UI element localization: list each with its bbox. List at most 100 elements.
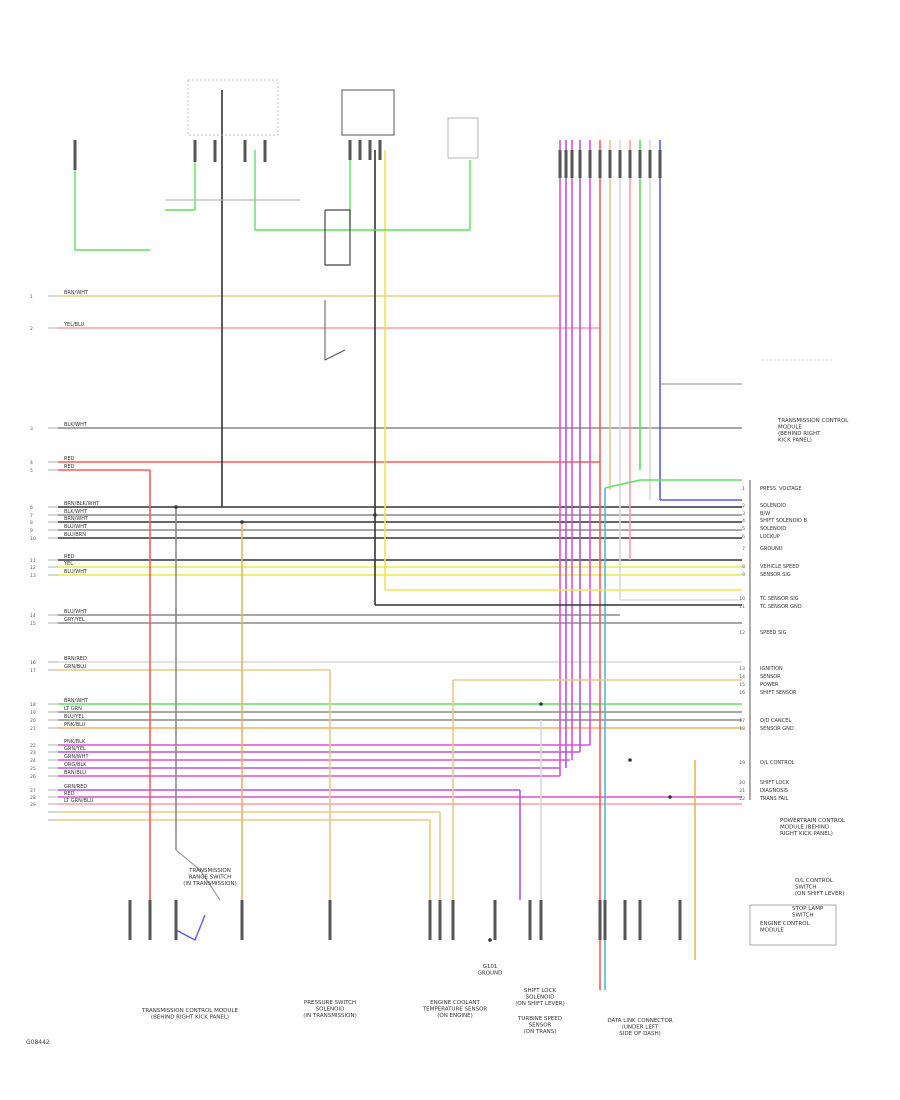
right-pin-number-5: 6: [742, 534, 745, 540]
component-label-pressure-switch: (IN TRANSMISSION): [303, 1013, 357, 1019]
left-wire-label-13: BLU/WHT: [64, 609, 88, 615]
component-label-tcm-bottom-left: TRANSMISSION CONTROL MODULE: [141, 1008, 238, 1014]
left-pin-number-5: 6: [30, 505, 33, 511]
left-pin-number-19: 20: [30, 718, 36, 724]
bottom-blue-jumper: [175, 914, 206, 941]
main-connector-pin-3: [578, 150, 582, 178]
component-label-tcm-right: TRANSMISSION CONTROL: [777, 418, 849, 424]
bottom-connector-14: [638, 900, 642, 940]
diagram-id-code: G08442: [26, 1039, 50, 1046]
component-label-pcm: RIGHT KICK PANEL): [780, 831, 833, 837]
left-wire-label-25: BRN/BLU: [64, 770, 86, 776]
right-pin-number-19: 20: [739, 780, 745, 786]
component-label-output-speed-sensor: SWITCH: [795, 885, 817, 891]
component-label-engine-coolant: (ON ENGINE): [437, 1013, 473, 1019]
left-pin-number-3: 4: [30, 460, 33, 466]
top-green-loop-1: [74, 150, 150, 251]
right-pin-label-9: TC SENSOR SIG: [759, 596, 799, 602]
component-label-tcm-right: KICK PANEL): [778, 438, 812, 444]
splice-dot-0: [174, 505, 178, 509]
left-wire-label-3: RED: [64, 456, 75, 462]
left-pin-number-17: 18: [30, 702, 36, 708]
component-label-trans-range-switch: (IN TRANSMISSION): [183, 881, 237, 887]
component-label-pressure-switch: SOLENOID: [316, 1007, 345, 1013]
main-connector-pin-5: [598, 150, 602, 178]
left-wire-label-5: BRN/BLK/WHT: [64, 501, 100, 507]
left-pin-number-4: 5: [30, 468, 33, 474]
left-wire-label-16: GRN/BLU: [64, 664, 87, 670]
left-wire-label-0: BRN/WHT: [64, 290, 89, 296]
left-wire-label-22: GRN/YEL: [64, 746, 86, 752]
left-pin-number-9: 10: [30, 536, 36, 542]
left-wire-label-28: LT GRN/BLU: [64, 798, 93, 804]
component-label-pcm: MODULE (BEHIND: [780, 825, 829, 831]
splice-dot-3: [539, 702, 543, 706]
right-pin-number-21: 22: [739, 796, 745, 802]
component-label-data-link: SIDE OF DASH): [619, 1031, 661, 1037]
bottom-connector-4: [328, 900, 332, 940]
relay-box: [341, 89, 395, 136]
bottom-connector-10: [539, 900, 543, 940]
component-label-tcm-bottom-left: (BEHIND RIGHT KICK PANEL): [151, 1015, 229, 1021]
top-green-loop-3: [254, 150, 471, 231]
right-pin-label-7: VEHICLE SPEED: [760, 564, 799, 570]
left-wire-label-10: RED: [64, 554, 75, 560]
left-pin-number-25: 26: [30, 774, 36, 780]
left-wire-label-1: YEL/BLU: [63, 322, 85, 328]
relay-connector-1: [358, 140, 362, 160]
right-pin-number-8: 9: [742, 572, 745, 578]
relay-switch-lead: [324, 300, 346, 361]
ecu-box: [749, 904, 837, 946]
right-pin-label-6: GROUND: [760, 546, 783, 552]
left-wire-label-20: PNK/BLU: [64, 722, 86, 728]
right-pin-number-15: 16: [739, 690, 745, 696]
left-wire-label-11: YEL: [63, 561, 73, 567]
green-elbow-wire: [604, 479, 742, 489]
component-label-shift-lock: (ON SHIFT LEVER): [515, 1001, 565, 1007]
bottom-connector-2: [174, 900, 178, 940]
bottom-connector-8: [493, 900, 497, 940]
left-pin-number-21: 22: [30, 743, 36, 749]
right-pin-number-7: 8: [742, 564, 745, 570]
component-label-engine-coolant: ENGINE COOLANT: [430, 1000, 480, 1006]
left-wire-label-15: BRN/RED: [64, 656, 87, 662]
component-label-ground: GROUND: [478, 971, 503, 977]
right-pin-number-12: 13: [739, 666, 745, 672]
splice-dot-1: [240, 520, 244, 524]
left-pin-number-27: 28: [30, 795, 36, 801]
bottom-connector-5: [428, 900, 432, 940]
right-pin-label-21: TRANS FAIL: [759, 796, 789, 802]
right-pin-label-16: O/D CANCEL: [760, 718, 791, 724]
right-pin-number-10: 11: [739, 604, 745, 610]
right-pin-number-16: 17: [739, 718, 745, 724]
component-label-stop-lamp: STOP LAMP: [792, 906, 824, 912]
left-pin-number-6: 7: [30, 513, 33, 519]
left-wire-label-17: BRN/WHT: [64, 698, 89, 704]
component-label-stop-lamp: SWITCH: [792, 913, 814, 919]
main-connector-pin-4: [588, 150, 592, 178]
component-label-shift-lock: SHIFT LOCK: [524, 988, 556, 994]
component-label-turbine-speed: (ON TRANS): [524, 1029, 557, 1035]
left-pin-number-8: 9: [30, 528, 33, 534]
right-pin-number-9: 10: [739, 596, 745, 602]
left-wire-label-12: BLU/WHT: [64, 569, 88, 575]
right-pin-label-13: SENSOR: [760, 674, 781, 680]
left-pin-number-12: 13: [30, 573, 36, 579]
right-pin-number-4: 5: [742, 526, 745, 532]
left-wire-label-26: GRN/RED: [64, 784, 87, 790]
right-pin-label-8: SENSOR SIG: [760, 572, 791, 578]
component-label-trans-range-switch: TRANSMISSION: [188, 868, 231, 874]
component-label-shift-lock: SOLENOID: [526, 995, 555, 1001]
component-label-data-link: DATA LINK CONNECTOR: [607, 1018, 672, 1024]
switch-connector-1: [213, 140, 217, 162]
main-connector-pin-6: [608, 150, 612, 178]
right-pin-label-19: SHIFT LOCK: [760, 780, 790, 786]
component-label-output-speed-sensor: (ON SHIFT LEVER): [795, 891, 845, 897]
left-wire-label-21: PNK/BLK: [64, 739, 86, 745]
switch-connector-0: [193, 140, 197, 162]
right-pin-number-3: 4: [742, 518, 745, 524]
right-pin-number-18: 19: [739, 760, 745, 766]
right-pin-label-0: PRESS. VOLTAGE: [760, 486, 802, 492]
left-pin-number-7: 8: [30, 520, 33, 526]
